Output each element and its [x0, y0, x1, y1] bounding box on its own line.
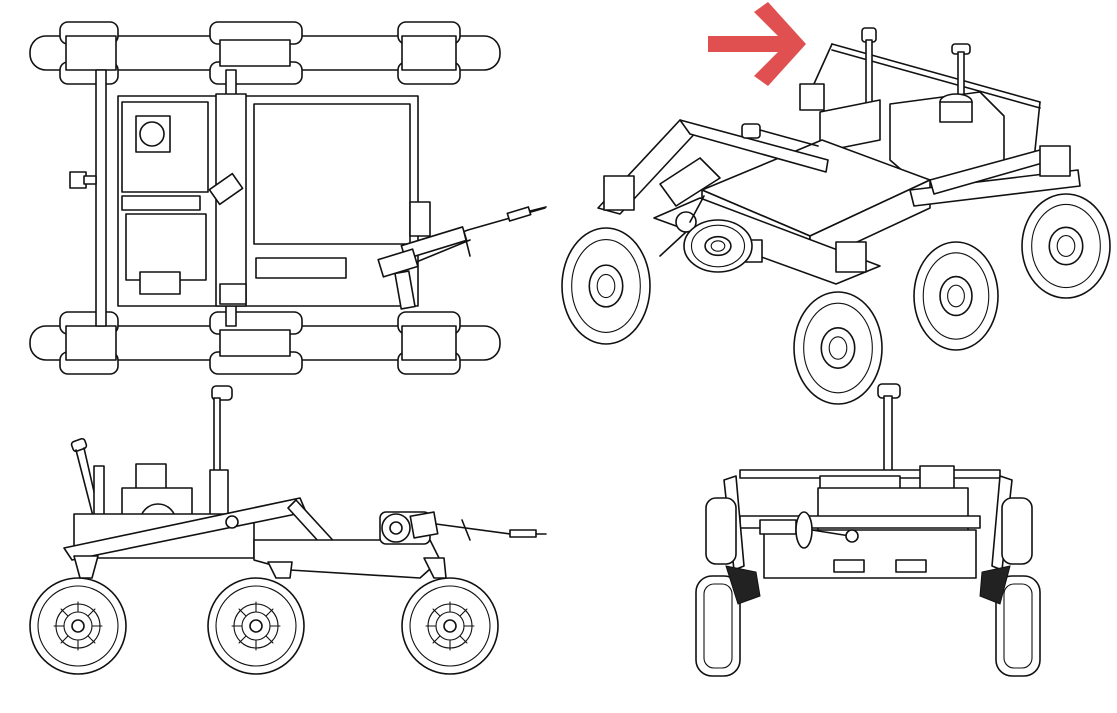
side-arm [379, 511, 547, 545]
top-view [29, 21, 547, 375]
front-wheel-right-lower [995, 575, 1041, 677]
persp-wheel-front-right [793, 291, 883, 405]
robotic-arm [377, 206, 547, 310]
rocker-right [909, 169, 1081, 207]
side-view [29, 385, 547, 675]
chassis-plate [653, 197, 881, 285]
persp-wheel-mid-left [683, 219, 753, 273]
antenna [70, 437, 105, 521]
upper-box-left [819, 99, 881, 153]
front-antenna-box [919, 465, 955, 491]
wheel-bottom-left [59, 311, 119, 375]
front-wheel-left-lower [695, 575, 741, 677]
left-rail [95, 69, 107, 327]
front-right-bogie [979, 565, 1011, 605]
wheel-bottom-middle [209, 311, 303, 375]
persp-wheel-rear-right [1021, 193, 1111, 299]
instrument-base [939, 101, 973, 123]
side-wheel-rear [401, 577, 499, 675]
right-box [409, 201, 431, 237]
perspective-arm [659, 123, 819, 257]
battery-cap [139, 271, 181, 295]
front-box [603, 175, 635, 211]
front-view [695, 383, 1041, 677]
front-lower-slot-left [833, 559, 865, 573]
persp-wheel-front-left [561, 227, 651, 345]
front-wheel-right-upper [1001, 497, 1033, 565]
antenna-bar [831, 43, 1041, 103]
arrow-right-icon [708, 2, 806, 86]
antenna-box [799, 83, 825, 111]
front-left-bogie [725, 565, 761, 605]
wheel-top-right [397, 21, 461, 85]
front-lower-slot-right [895, 559, 927, 573]
perspective-view [561, 2, 1111, 405]
leg-middle [267, 561, 293, 579]
leg-front [73, 555, 99, 579]
mast-base [219, 283, 247, 305]
rocker-pivot [225, 515, 239, 529]
front-lower-body [763, 529, 977, 579]
mid-box [835, 241, 867, 273]
side-wheel-middle [207, 577, 305, 675]
left-bar [121, 195, 201, 211]
battery-box [125, 213, 207, 281]
deck-slot [255, 257, 347, 279]
top-box-small [135, 463, 167, 491]
camera-head [211, 385, 233, 401]
persp-wheel-mid-right [913, 241, 999, 351]
deck-panel [253, 103, 411, 245]
wheel-bottom-right [397, 311, 461, 375]
hinge-pin [83, 175, 97, 185]
rocker-top [679, 119, 829, 173]
front-wheel-left-upper [705, 497, 737, 565]
perspective-wheels [561, 193, 1111, 405]
front-arm [759, 511, 859, 549]
side-wheel-front [29, 577, 127, 675]
rear-box [1039, 145, 1071, 177]
mast-head [208, 172, 244, 206]
wheel-top-middle [209, 21, 303, 85]
side-wheels [29, 577, 499, 675]
wheel-top-left [59, 21, 119, 85]
sensor-lens [139, 121, 165, 147]
